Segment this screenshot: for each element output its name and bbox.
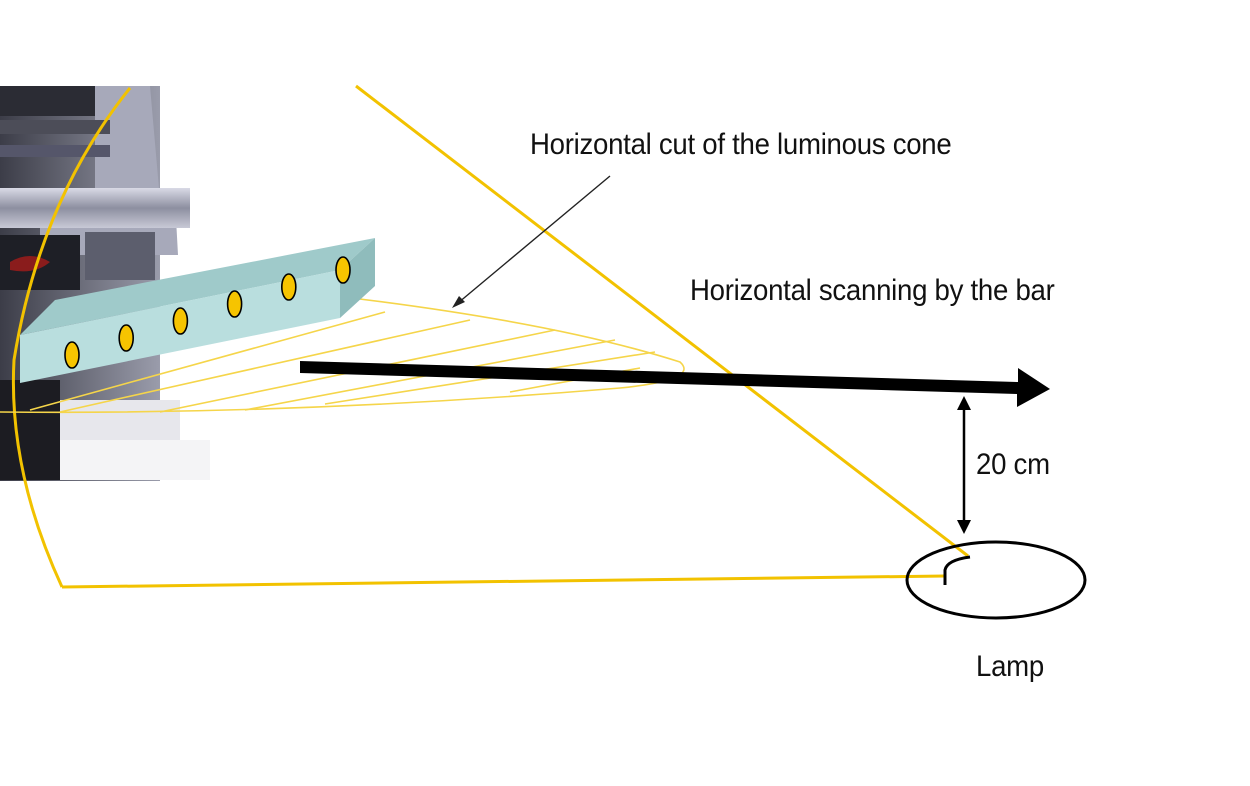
lower-ray: [61, 574, 946, 589]
distance-arrowhead-top: [957, 396, 971, 410]
lamp-filament: [943, 555, 971, 585]
photo-sensor-icon: [64, 341, 80, 369]
sensor-bar-top: [20, 238, 375, 335]
photo-sensor-icon: [118, 324, 134, 352]
lamp-icon: [905, 540, 1087, 620]
pointer-arrowhead: [452, 296, 465, 308]
hatch-line: [59, 319, 471, 413]
outer-ray-curve: [11, 87, 132, 588]
photo-sensor-icon: [226, 290, 243, 318]
photo-sensor-icon: [280, 273, 297, 301]
photo-sensor-icon: [335, 256, 351, 284]
scanning-label: Horizontal scanning by the bar: [690, 274, 1055, 307]
lamp-label: Lamp: [976, 650, 1044, 683]
pointer-line: [457, 175, 611, 304]
scanning-arrow: [300, 361, 1050, 407]
distance-label: 20 cm: [976, 448, 1050, 481]
distance-arrowhead-bottom: [957, 520, 971, 534]
sensor-row: [64, 256, 351, 369]
sensor-bar: [20, 238, 375, 383]
cone-cut-pointer: [452, 175, 611, 308]
cone-cut-label: Horizontal cut of the luminous cone: [530, 128, 952, 161]
sensor-bar-side: [340, 238, 375, 318]
distance-arrow: [957, 396, 971, 534]
cone-cut-outline: [0, 295, 685, 414]
upper-ray: [355, 84, 969, 558]
hatch-line: [29, 311, 386, 411]
truck-front-icon: [0, 86, 210, 481]
lamp-ellipse: [905, 540, 1087, 620]
photo-sensor-icon: [172, 307, 189, 335]
scanning-arrow-shape: [300, 361, 1050, 407]
light-cone-rays: [11, 84, 969, 589]
